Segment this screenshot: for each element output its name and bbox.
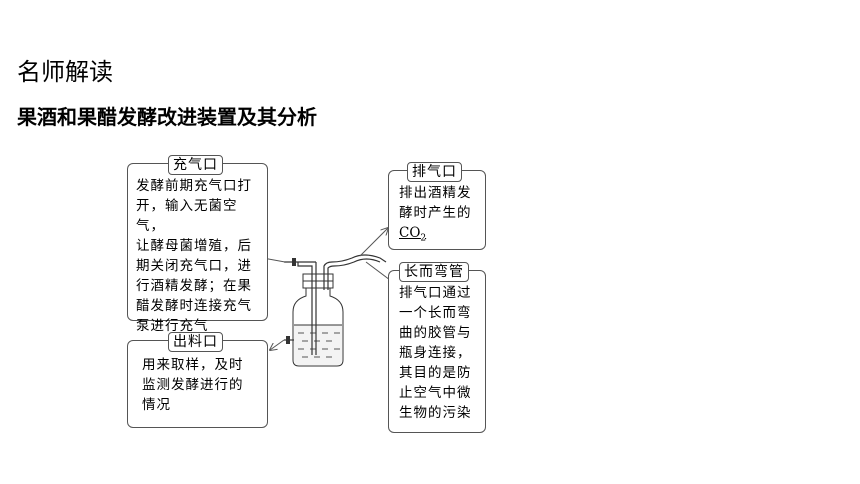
long-tube-tag: 长而弯管 <box>399 262 469 282</box>
fill-port-callout: 充气口 发酵前期充气口打 开，输入无菌空气， 让酵母菌增殖，后 期关闭充气口，进… <box>127 155 268 334</box>
co2-formula: CO2 <box>399 223 481 249</box>
inlet-tube <box>297 262 313 355</box>
page-heading: 名师解读 <box>17 58 113 86</box>
exhaust-port-text: 排出酒精发 酵时产生的 <box>399 185 472 221</box>
co2-main: CO <box>399 225 421 241</box>
sample-port-tag: 出料口 <box>168 332 223 352</box>
long-tube-callout: 长而弯管 排气口通过 一个长而弯 曲的胶管与 瓶身连接， 其目的是防 止空气中微… <box>388 262 486 433</box>
exhaust-port-callout: 排气口 排出酒精发 酵时产生的 CO2 <box>388 162 486 250</box>
fill-port-tag: 充气口 <box>168 155 223 175</box>
arrow-to-exhaust-port <box>359 228 388 257</box>
exhaust-port-tag: 排气口 <box>407 162 462 182</box>
exhaust-tube <box>323 254 387 290</box>
fill-port-text: 发酵前期充气口打 开，输入无菌空气， 让酵母菌增殖，后 期关闭充气口，进 行酒精… <box>136 178 252 334</box>
long-tube-text: 排气口通过 一个长而弯 曲的胶管与 瓶身连接， 其目的是防 止空气中微 生物的污… <box>399 285 472 421</box>
page-subheading: 果酒和果醋发酵改进装置及其分析 <box>17 105 317 129</box>
arrow-to-sample-port <box>270 339 285 350</box>
sample-port-callout: 出料口 用来取样，及时 监测发酵进行的 情况 <box>127 332 268 428</box>
bottle-liquid <box>294 325 342 365</box>
co2-subscript: 2 <box>420 233 427 244</box>
sample-port-text: 用来取样，及时 监测发酵进行的 情况 <box>142 357 244 413</box>
